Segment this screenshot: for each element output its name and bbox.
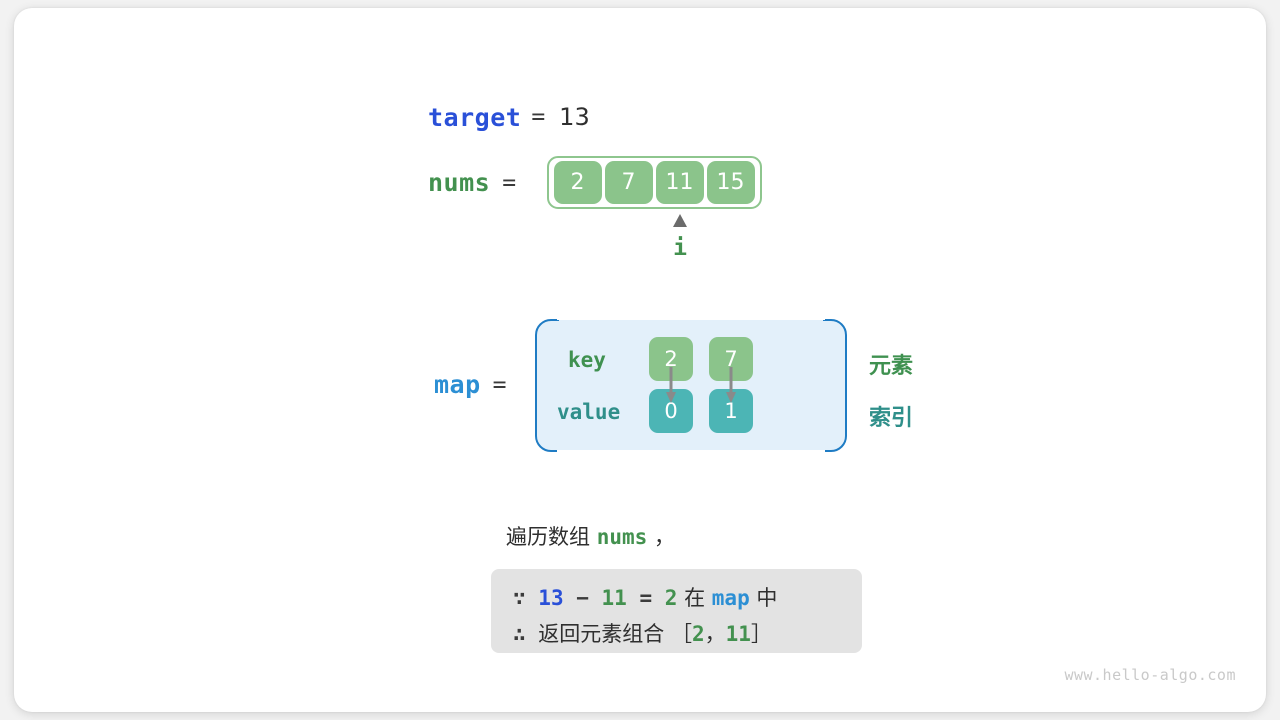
map-panel bbox=[535, 318, 847, 453]
explanation-line-1: ∵ 13 − 11 = 2 在 map 中 bbox=[513, 582, 777, 612]
map-row: map = bbox=[434, 370, 507, 399]
explanation-line-2: ∴ 返回元素组合 ［2，11］ bbox=[513, 618, 772, 648]
note-result-close: ］ bbox=[750, 622, 772, 646]
caret-up-icon bbox=[673, 214, 687, 227]
array-cell: 7 bbox=[604, 161, 653, 204]
figure-card: target = 13 nums = 2 7 11 15 i map = key… bbox=[14, 8, 1266, 712]
note-in-text: 在 bbox=[677, 586, 712, 610]
note-complement-value: 2 bbox=[664, 586, 678, 610]
index-pointer: i bbox=[659, 214, 701, 261]
arrow-down-icon bbox=[664, 367, 678, 407]
map-panel-bottom-mask bbox=[557, 450, 825, 457]
note-result-b: 11 bbox=[725, 622, 751, 646]
legend-index-label: 索引 bbox=[869, 406, 914, 431]
caption-code: nums bbox=[596, 525, 648, 549]
array-cell: 15 bbox=[706, 161, 755, 204]
note-current-value: 11 bbox=[601, 586, 627, 610]
map-key-row-label: key bbox=[568, 348, 606, 372]
therefore-symbol: ∴ bbox=[513, 622, 539, 646]
map-equals-sign: = bbox=[492, 371, 507, 398]
nums-equals-sign: = bbox=[502, 169, 517, 196]
note-target-value: 13 bbox=[538, 586, 564, 610]
array-cell: 11 bbox=[655, 161, 704, 204]
map-value-cell: 1 bbox=[709, 389, 753, 433]
arrow-down-icon bbox=[724, 367, 738, 407]
note-result-text: 返回元素组合 ［ bbox=[538, 622, 692, 646]
map-value-cell: 0 bbox=[649, 389, 693, 433]
note-result-a: 2 bbox=[691, 622, 705, 646]
note-result-comma: ， bbox=[704, 622, 726, 646]
caption-line: 遍历数组 nums ， bbox=[506, 521, 675, 551]
note-minus: − bbox=[563, 586, 602, 610]
array-cell: 2 bbox=[553, 161, 602, 204]
note-tail-text: 中 bbox=[749, 586, 778, 610]
caption-suffix: ， bbox=[647, 525, 675, 549]
nums-row: nums = bbox=[428, 168, 516, 197]
note-equals: = bbox=[626, 586, 665, 610]
target-row: target = 13 bbox=[428, 101, 590, 133]
nums-variable-label: nums bbox=[428, 168, 491, 197]
caption-prefix: 遍历数组 bbox=[506, 525, 597, 549]
map-panel-top-mask bbox=[557, 313, 825, 320]
target-variable-label: target bbox=[428, 102, 522, 132]
map-value-row-label: value bbox=[557, 400, 621, 424]
target-value: 13 bbox=[559, 103, 590, 131]
map-variable-label: map bbox=[434, 370, 481, 399]
target-equals-sign: = bbox=[531, 104, 546, 130]
legend-element-label: 元素 bbox=[869, 354, 914, 379]
site-watermark: www.hello-algo.com bbox=[1064, 666, 1236, 684]
nums-array-box: 2 7 11 15 bbox=[547, 156, 762, 209]
explanation-box: ∵ 13 − 11 = 2 在 map 中 ∴ 返回元素组合 ［2，11］ bbox=[491, 569, 862, 653]
note-map-word: map bbox=[711, 586, 750, 610]
index-pointer-label: i bbox=[673, 235, 687, 261]
because-symbol: ∵ bbox=[513, 586, 539, 610]
